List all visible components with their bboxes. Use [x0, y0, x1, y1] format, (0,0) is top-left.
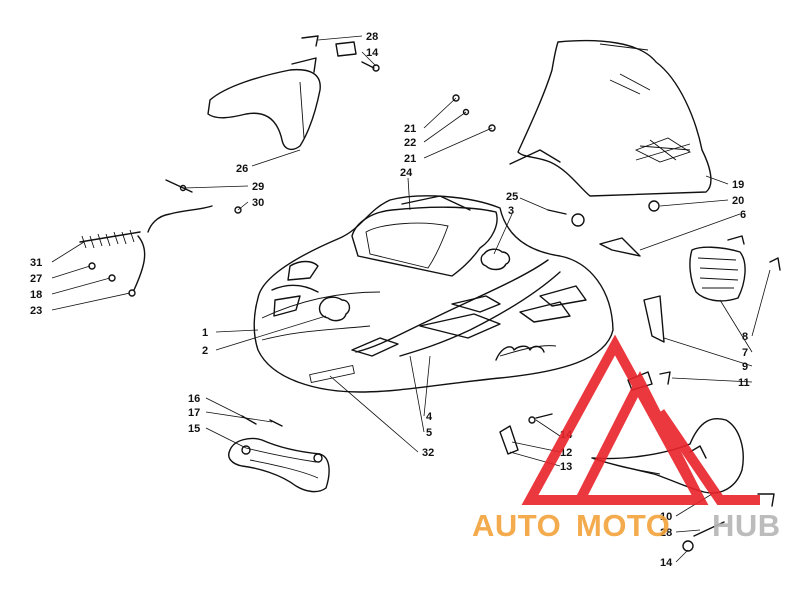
cable-assembly: [79, 179, 242, 297]
callout-6: 6: [740, 209, 746, 221]
front-bumper: [228, 415, 330, 493]
lower-hardware: [682, 493, 775, 552]
callout-26: 26: [236, 163, 248, 175]
callout-13: 13: [560, 461, 572, 473]
watermark-moto: MOTO: [576, 508, 670, 543]
callout-31: 31: [30, 257, 42, 269]
windshield-screws: [452, 94, 660, 227]
callout-4: 4: [426, 411, 433, 423]
windshield: [509, 39, 712, 197]
callout-20: 20: [732, 195, 744, 207]
callout-29: 29: [252, 181, 264, 193]
callout-9: 9: [742, 361, 748, 373]
callout-16: 16: [188, 393, 200, 405]
callout-27: 27: [30, 273, 42, 285]
watermark-auto: AUTO: [472, 508, 561, 543]
callout-21-lower: 21: [404, 153, 416, 165]
callout-3: 3: [508, 205, 514, 217]
callout-10: 10: [660, 511, 672, 523]
callout-11: 11: [738, 377, 750, 389]
leader-lines: [51, 35, 771, 563]
callout-28-top: 28: [366, 31, 378, 43]
callout-24: 24: [400, 167, 413, 179]
callout-28-bottom: 28: [660, 527, 672, 539]
callout-14-top: 14: [366, 47, 379, 59]
callout-14-bottom: 14: [660, 557, 673, 569]
callout-5: 5: [426, 427, 432, 439]
upper-hardware: [301, 35, 380, 72]
callout-15: 15: [188, 423, 200, 435]
callout-7: 7: [742, 347, 748, 359]
callout-19: 19: [732, 179, 744, 191]
callout-2: 2: [202, 345, 208, 357]
callout-18: 18: [30, 289, 42, 301]
callout-30: 30: [252, 197, 264, 209]
callout-17: 17: [188, 407, 200, 419]
callout-labels: 28 14 26 29 30 31 27 18 23 21 22 21 24 2…: [30, 31, 750, 569]
callout-21-upper: 21: [404, 123, 416, 135]
callout-25: 25: [506, 191, 518, 203]
clip-bracket: [499, 413, 553, 455]
callout-1: 1: [202, 327, 208, 339]
automotohub-triangle-logo: [521, 334, 760, 505]
right-vent: [599, 235, 781, 302]
callout-8: 8: [742, 331, 748, 343]
callout-22: 22: [404, 137, 416, 149]
watermark-hub: HUB: [712, 508, 781, 543]
callout-32: 32: [422, 447, 434, 459]
side-deflector-top: [207, 57, 321, 151]
automotohub-watermark: AUTO MOTO HUB: [472, 334, 781, 543]
hood-shell: [253, 195, 614, 393]
callout-23: 23: [30, 305, 42, 317]
